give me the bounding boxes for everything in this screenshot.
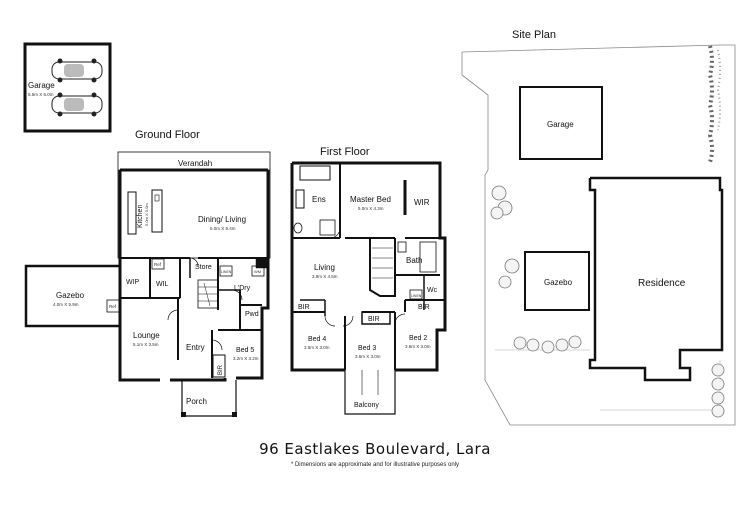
bed5-dims: 3.2m X 3.2m [233,356,259,361]
garage-inset: Garage 5.5m X 6.0m [23,42,112,133]
garage-dims: 5.5m X 6.0m [28,92,54,97]
wip-label: WIP [126,279,140,286]
car-icon [51,58,103,83]
linen-label: LINEN [411,294,422,298]
site-plan-labels: Garage Gazebo Residence [544,120,686,289]
bed2-dims: 3.6m X 3.0m [405,344,431,349]
porch-label: Porch [186,397,207,406]
laundry-label: L'Dry [234,285,251,292]
site-gazebo-label: Gazebo [544,278,573,287]
gazebo-dims: 4.0m X 5.9m [53,302,79,307]
site-residence-label: Residence [638,278,686,289]
ref-label: Ref [154,262,162,267]
ground-floor-heading: Ground Floor [135,129,200,141]
bed4-bir-label: BIR [298,304,310,311]
first-floor-plan [290,161,447,415]
dining-living-label: Dining/ Living [198,215,246,224]
ground-floor-plan [24,151,271,417]
bath-label: Bath [406,256,422,265]
verandah-label: Verandah [178,159,212,168]
pwd-label: Pwd [245,311,259,318]
living-dims: 3.9m X 4.5m [312,274,338,279]
wc-label: Wc [427,287,438,294]
master-bed-dims: 5.0m X 4.3m [358,206,384,211]
master-bed-label: Master Bed [350,195,391,204]
living-label: Living [314,263,335,272]
wir-label: WIR [414,198,430,207]
store-label: Store [195,264,212,271]
dining-living-dims: 5.0m X 9.4m [210,226,236,231]
gazebo-label: Gazebo [56,291,85,300]
bir-label: BIR [218,364,224,375]
bed4-label: Bed 4 [308,336,326,343]
property-address: 96 Eastlakes Boulevard, Lara [259,440,491,458]
disclaimer: * Dimensions are approximate and for ill… [290,462,460,468]
entry-label: Entry [186,343,205,352]
ensuite-label: Ens [312,195,326,204]
gazebo-ref-label: Ref [109,304,117,309]
balcony-label: Balcony [354,402,379,409]
garage-title: Garage [28,81,55,90]
bed3-dims: 3.6m X 3.0m [355,354,381,359]
first-floor-labels: Ens Master Bed 5.0m X 4.3m WIR Living 3.… [298,195,438,409]
kitchen-label: Kitchen [137,205,144,228]
site-plan [461,44,736,426]
wil-label: WIL [156,281,169,288]
bed4-dims: 3.5m X 3.0m [304,345,330,350]
wm-label: WM [254,269,261,274]
linen-label: LINEN [221,270,232,274]
site-plan-heading: Site Plan [512,29,556,41]
car-icon [51,92,103,117]
kitchen-dims: 5.0m X 3.0m [144,203,149,226]
bed2-bir-label: BIR [418,304,430,311]
ground-floor-labels: Verandah Kitchen 5.0m X 3.0m Dining/ Liv… [53,159,261,406]
site-trees [490,185,725,418]
lounge-label: Lounge [133,331,160,340]
lounge-dims: 5.1m X 3.5m [133,342,159,347]
first-floor-heading: First Floor [320,146,370,158]
bed3-bir-label: BIR [368,316,380,323]
bed3-label: Bed 3 [358,345,376,352]
bed2-label: Bed 2 [409,335,427,342]
bed5-label: Bed 5 [236,347,254,354]
site-garage-label: Garage [547,120,574,129]
